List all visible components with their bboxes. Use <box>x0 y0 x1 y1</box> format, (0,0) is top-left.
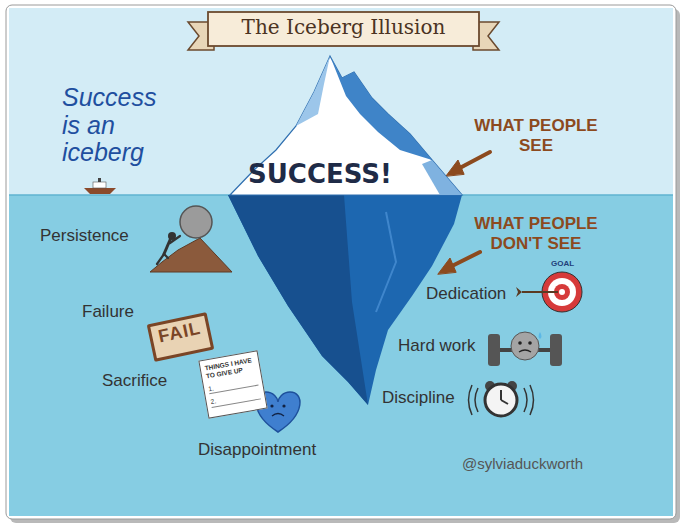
dumbbell-icon <box>528 341 532 345</box>
sky-and-water <box>9 8 673 516</box>
dumbbell-icon <box>518 341 522 345</box>
alarm-clock-icon <box>485 384 517 416</box>
target-icon <box>522 291 558 293</box>
list-item: 2. <box>210 390 261 408</box>
sisyphus-icon <box>164 240 170 254</box>
card-frame <box>10 9 680 523</box>
ship-icon <box>84 188 116 194</box>
sad-heart-icon <box>270 404 273 407</box>
headline-text: Success is an iceberg <box>62 84 174 167</box>
iceberg-outline <box>296 56 330 126</box>
iceberg-outline <box>230 56 462 195</box>
give-up-list: THINGS I HAVE TO GIVE UP1.2. <box>198 350 267 419</box>
alarm-clock-icon <box>500 390 502 400</box>
goal-label: GOAL <box>551 259 574 268</box>
dumbbell-icon <box>519 350 531 352</box>
trait-label: Failure <box>82 302 134 322</box>
trait-label: Disappointment <box>198 440 316 460</box>
callout-text: WHAT PEOPLE SEE <box>466 116 606 155</box>
alarm-clock-icon <box>501 400 508 404</box>
dumbbell-icon <box>488 334 500 366</box>
trait-label: Hard work <box>398 336 475 356</box>
sky-and-water <box>9 195 673 516</box>
title-text: The Iceberg Illusion <box>208 16 479 39</box>
list-heading: THINGS I HAVE TO GIVE UP <box>204 356 256 381</box>
trait-label: Persistence <box>40 226 129 246</box>
stamp-text: FAIL <box>156 318 202 347</box>
ship-icon <box>84 178 116 194</box>
sisyphus-icon <box>170 236 180 243</box>
alarm-clock-icon <box>530 385 534 415</box>
dumbbell-icon <box>539 332 542 339</box>
alarm-clock-icon <box>524 388 527 412</box>
ship-icon <box>93 182 106 188</box>
trait-label: Sacrifice <box>102 371 167 391</box>
dumbbell-icon <box>550 334 562 366</box>
sad-heart-icon <box>282 404 285 407</box>
sisyphus-icon <box>180 206 212 238</box>
target-icon <box>516 272 582 312</box>
sisyphus-icon <box>150 238 232 272</box>
target-icon <box>516 287 522 297</box>
dumbbell-icon <box>488 332 562 366</box>
iceberg-outline <box>376 212 396 312</box>
watermark-text: @sylviaduckworth <box>462 455 583 472</box>
card-frame <box>6 5 680 523</box>
trait-label: Dedication <box>426 284 506 304</box>
iceberg-outline <box>330 56 432 160</box>
alarm-clock-icon <box>469 381 534 416</box>
sisyphus-icon <box>164 254 168 258</box>
dumbbell-icon <box>511 332 539 360</box>
success-text: SUCCESS! <box>248 160 392 190</box>
pointer-arrow <box>438 258 456 274</box>
target-icon <box>559 289 565 295</box>
pointer-arrow <box>446 160 464 176</box>
ship-icon <box>98 178 101 182</box>
sad-heart-icon <box>272 414 284 417</box>
title-ribbon <box>188 12 499 50</box>
iceberg-outline <box>422 160 462 195</box>
alarm-clock-icon <box>469 385 473 415</box>
sisyphus-icon <box>157 254 164 264</box>
sisyphus-icon <box>150 206 232 272</box>
title-ribbon <box>208 12 479 46</box>
sky-and-water <box>9 8 673 195</box>
card-frame <box>6 5 676 519</box>
trait-label: Discipline <box>382 388 455 408</box>
alarm-clock-icon <box>475 388 478 412</box>
callout-text: WHAT PEOPLE DON'T SEE <box>466 214 606 253</box>
